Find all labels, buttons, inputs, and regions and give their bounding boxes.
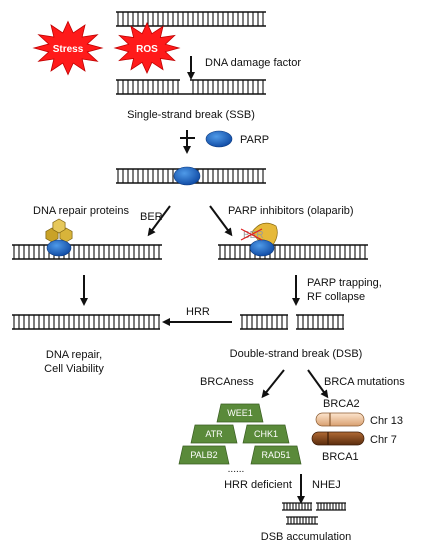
chk1-label: CHK1: [254, 429, 278, 439]
ros-label: ROS: [136, 44, 158, 55]
chk1-block: [242, 424, 290, 444]
atr-label: ATR: [205, 429, 223, 439]
parp-trapping-label-2: RF collapse: [307, 291, 365, 303]
dna-damage-factor-label: DNA damage factor: [205, 57, 301, 69]
hrr-label: HRR: [186, 306, 210, 318]
dsb-fragment-1: [282, 502, 312, 511]
brca2-label: BRCA2: [323, 398, 360, 410]
stress-burst: Stress: [32, 20, 104, 76]
dsb-fragment-2: [316, 502, 346, 511]
ros-burst: ROS: [113, 22, 181, 74]
rad51-label: RAD51: [261, 450, 290, 460]
dsb-accumulation-label: DSB accumulation: [261, 531, 352, 543]
dsb-fragment-3: [286, 516, 318, 525]
parp-left-icon: [46, 239, 72, 257]
dna-strand-trapped: [218, 244, 368, 260]
ellipsis-label: ......: [228, 464, 245, 475]
dna-strand-ssb: [116, 79, 266, 95]
brca-mutations-arrow: [307, 369, 329, 399]
rad51-block: [250, 445, 302, 465]
hrr-protein-pyramid: WEE1 ATR CHK1 PALB2 RAD51: [178, 403, 302, 465]
dna-strand-intact: [116, 11, 266, 27]
brca1-chromosome: [311, 431, 365, 446]
chr7-label: Chr 7: [370, 434, 397, 446]
atr-block: [190, 424, 238, 444]
parp-trapped-icon: [249, 239, 275, 257]
brca2-chromosome: [315, 412, 365, 427]
dna-strand-dsb-right: [296, 314, 344, 330]
dna-repair-protein-complex: [45, 218, 73, 257]
parp-protein-icon: [205, 130, 233, 148]
brcaness-label: BRCAness: [200, 376, 254, 388]
hrr-deficient-label: HRR deficient: [224, 479, 292, 491]
dsb-label: Double-strand break (DSB): [230, 348, 363, 360]
ber-label: BER: [140, 211, 163, 223]
ssb-label: Single-strand break (SSB): [127, 109, 255, 121]
wee1-label: WEE1: [227, 408, 253, 418]
dna-repair-label-2: Cell Viability: [44, 363, 104, 375]
nhej-label: NHEJ: [312, 479, 341, 491]
palb2-block: [178, 445, 230, 465]
dna-strand-dsb-left: [240, 314, 288, 330]
ber-block-cross-b: [240, 228, 263, 241]
dna-repair-proteins-label: DNA repair proteins: [33, 205, 129, 217]
dna-repair-label-1: DNA repair,: [46, 349, 102, 361]
ber-arrow: [147, 205, 171, 237]
brca-mutations-label: BRCA mutations: [324, 376, 405, 388]
dna-strand-repaired: [12, 314, 160, 330]
wee1-block: [216, 403, 264, 423]
parp-on-dna-icon: [173, 166, 201, 186]
parp-trapping-label-1: PARP trapping,: [307, 277, 382, 289]
dna-strand-repair: [12, 244, 162, 260]
brca1-label: BRCA1: [322, 451, 359, 463]
trapped-parp-complex: BER: [240, 222, 278, 257]
parp-inhibitors-label: PARP inhibitors (olaparib): [228, 205, 354, 217]
inhibitor-arrow: [209, 205, 233, 237]
parp-label: PARP: [240, 134, 269, 146]
brcaness-arrow: [261, 369, 285, 399]
palb2-label: PALB2: [190, 450, 217, 460]
stress-label: Stress: [53, 44, 84, 55]
chr13-label: Chr 13: [370, 415, 403, 427]
